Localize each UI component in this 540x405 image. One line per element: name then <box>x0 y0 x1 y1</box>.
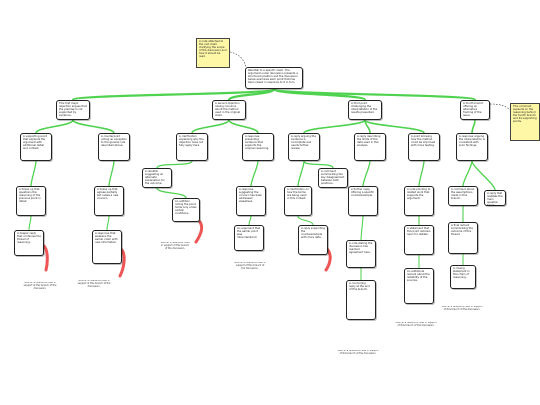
argument-node[interactable]: A note stating the discussion has reache… <box>346 240 376 268</box>
argument-node[interactable]: A clarification explaining why the objec… <box>176 133 208 161</box>
footnote: Source: a reference cited in support of … <box>234 262 266 270</box>
support-edge <box>28 215 32 231</box>
support-edge <box>471 160 496 191</box>
argument-node[interactable]: A response that weakens the earlier clai… <box>92 230 122 264</box>
oppose-edge <box>42 244 49 272</box>
branch-node[interactable]: This first major objection argues that t… <box>56 100 90 120</box>
argument-node[interactable]: A clarification on how the terms are bei… <box>284 186 312 216</box>
argument-node[interactable]: A counterpoint noting an exception to th… <box>98 133 130 161</box>
root-claim[interactable]: Rebuttal to a specific claim: The argume… <box>245 67 303 89</box>
argument-node[interactable]: An addition noting the point holds only … <box>172 198 200 222</box>
support-edge <box>418 160 425 187</box>
footnote: Source: a reference cited in support of … <box>337 350 379 355</box>
argument-node[interactable]: A reply describing the limits of the dat… <box>354 133 386 161</box>
support-edge <box>191 119 230 134</box>
support-edge <box>71 87 276 102</box>
support-edge <box>30 160 37 187</box>
support-edge <box>108 160 115 187</box>
argument-node[interactable]: An additional remark about the reliabili… <box>404 268 434 304</box>
argument-node[interactable]: A further reply offering a specific coun… <box>348 186 378 216</box>
support-edge <box>362 160 371 187</box>
support-edge <box>297 215 314 226</box>
support-edge <box>156 160 193 169</box>
support-edge <box>35 119 74 134</box>
support-edge <box>462 160 473 187</box>
support-edge <box>297 160 305 187</box>
argument-node[interactable]: A statement that this point remains open… <box>404 225 434 255</box>
argument-node[interactable]: A closing statement in this chain of rea… <box>450 265 476 289</box>
footnote: Source: a reference cited in support of … <box>441 306 483 311</box>
support-edge <box>471 119 476 134</box>
footnote: Source: a reference cited in support of … <box>395 322 437 327</box>
argument-node[interactable]: A supporting point that expands the argu… <box>20 133 52 161</box>
argument-node[interactable]: A point showing how the method could be … <box>408 133 440 161</box>
argument-node[interactable]: A reply that restates the main question … <box>484 190 506 206</box>
argument-node[interactable]: A response arguing the interpretation is… <box>456 133 488 161</box>
support-edge <box>156 187 187 199</box>
support-edge <box>106 215 110 231</box>
argument-node[interactable]: A reply supporting the counterexample wi… <box>298 225 328 255</box>
argument-node[interactable]: A comment summarizing the key disagreeme… <box>318 168 348 188</box>
support-edge <box>227 87 276 102</box>
argument-node[interactable]: A response suggesting the concern has be… <box>236 186 266 216</box>
branch-node[interactable]: A third point challenging the interpreta… <box>348 100 382 120</box>
support-edge <box>250 160 259 187</box>
argument-node[interactable]: A rebuttal suggesting an alternate expla… <box>142 168 172 188</box>
argument-node[interactable]: A note pointing to related work that sup… <box>404 186 434 216</box>
note-link <box>229 51 247 68</box>
argument-node[interactable]: A deeper reply that continues the thread… <box>14 230 44 256</box>
argument-node[interactable]: An argument that the earlier point was m… <box>234 225 264 251</box>
side-note[interactable]: This comment expands on the reasoning be… <box>510 103 540 141</box>
note-link <box>489 103 511 111</box>
support-edge <box>72 119 115 134</box>
support-edge <box>303 119 366 134</box>
footnote: Source: a reference cited in support of … <box>77 280 111 288</box>
support-edge <box>248 215 252 226</box>
support-edge <box>360 215 364 241</box>
footnote: Source: a reference cited in support of … <box>160 242 190 250</box>
oppose-edge <box>194 220 204 244</box>
argument-node[interactable]: A reply arguing the evidence is incomple… <box>288 133 320 161</box>
support-edge <box>303 160 334 169</box>
support-edge <box>228 119 259 134</box>
support-edge <box>364 119 425 134</box>
support-edge <box>272 87 477 102</box>
argument-node[interactable]: A concluding reply at the end of this br… <box>346 280 376 320</box>
argument-node[interactable]: A follow up that agrees partially but ra… <box>94 186 124 216</box>
oppose-edge <box>324 248 332 272</box>
argument-node[interactable]: A follow up that questions the reasoning… <box>16 186 46 216</box>
argument-node[interactable]: A comment about the assumptions made in … <box>448 186 478 206</box>
argument-node[interactable]: A response presenting evidence that supp… <box>242 133 274 161</box>
argument-node[interactable]: A final remark summarizing the outcome o… <box>448 222 478 254</box>
branch-node[interactable]: A second objection raising concerns abou… <box>212 100 246 120</box>
top-note[interactable]: A note attached to the root claim clarif… <box>196 38 230 68</box>
oppose-edge <box>118 248 126 278</box>
branch-node[interactable]: A fourth branch offering an alternative … <box>460 100 490 120</box>
footnote: Source: a reference cited in support of … <box>23 282 57 290</box>
